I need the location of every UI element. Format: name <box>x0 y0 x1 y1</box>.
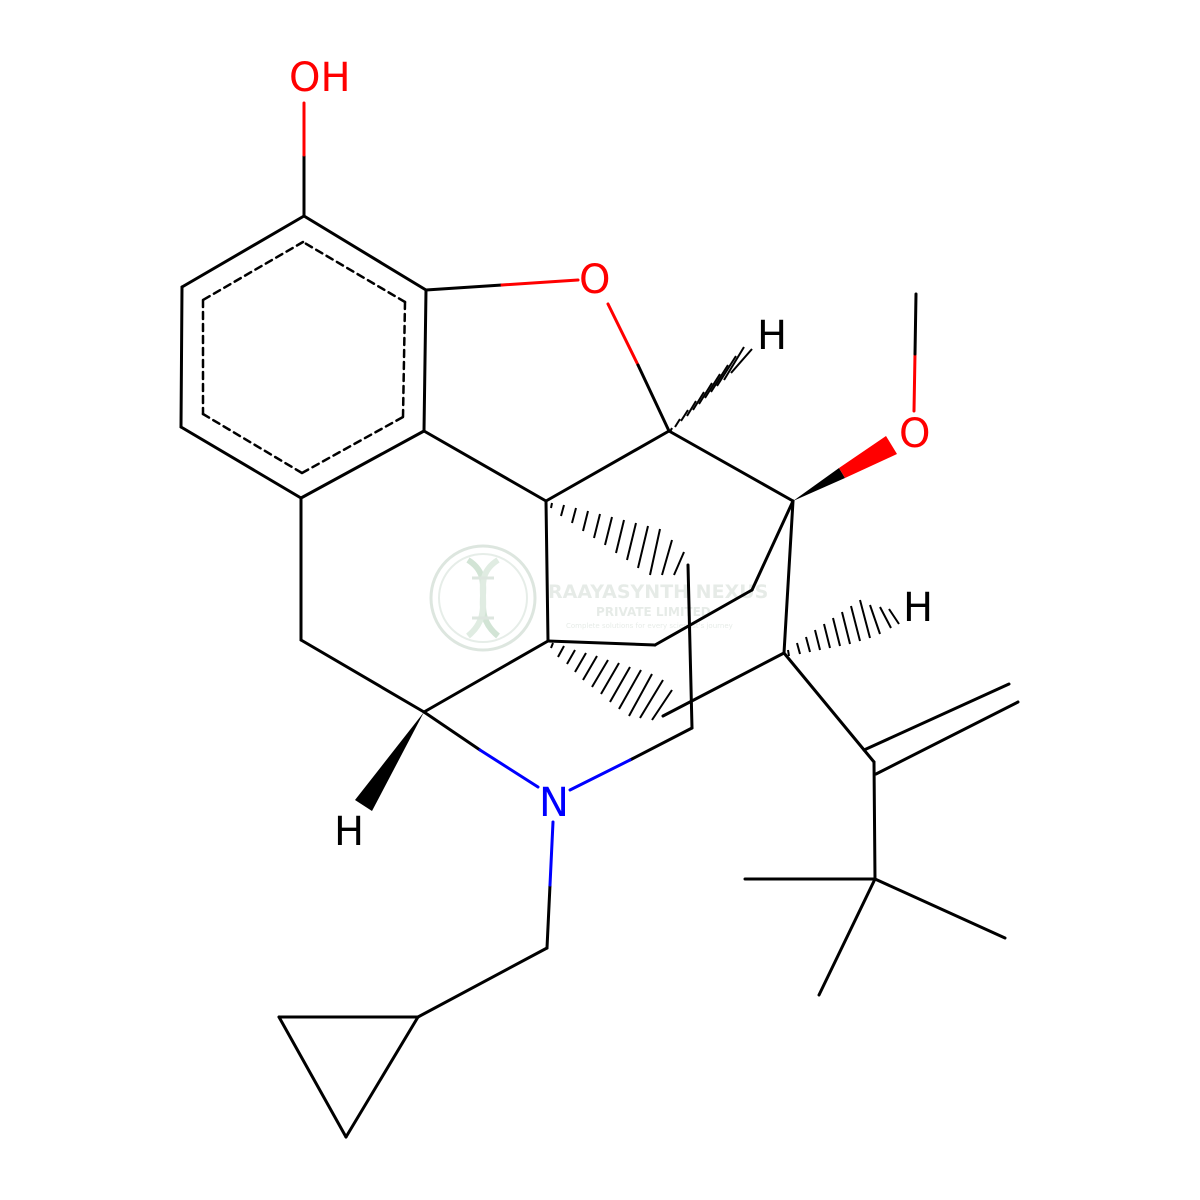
label-h-top: H <box>757 313 787 359</box>
hashed-wedges <box>550 346 900 721</box>
bond-o-c5 <box>636 363 671 433</box>
bond-n-c16-blue <box>568 758 632 792</box>
wedge-bonds <box>355 436 897 811</box>
bond-o-me <box>913 292 918 356</box>
wedge-methoxy <box>793 468 845 501</box>
label-phenol-oh: OH <box>289 55 351 101</box>
bond-ar-o <box>424 283 504 292</box>
bond-c9-n <box>422 710 482 752</box>
label-ether-o: O <box>579 257 610 303</box>
label-methoxy-o: O <box>899 411 930 457</box>
wedge-methoxy-red <box>839 436 897 478</box>
bond-n-ch2-blue <box>548 820 555 887</box>
bond-c9-n-blue <box>478 748 540 789</box>
label-h-right: H <box>903 585 933 631</box>
dna-helix-logo <box>429 544 537 652</box>
aromatic-ring-inner-dashes <box>201 240 407 475</box>
hash-c14-bridge <box>550 642 673 721</box>
watermark: RAAYASYNTH NEXUS PRIVATE LIMITED Complet… <box>429 544 768 652</box>
wedge-h-bottom <box>355 712 424 811</box>
label-amine-n: N <box>539 780 569 826</box>
watermark-subtitle: PRIVATE LIMITED <box>596 605 711 619</box>
core-skeleton <box>277 429 1020 1139</box>
hash-h-top <box>669 346 753 433</box>
watermark-company: RAAYASYNTH NEXUS <box>548 581 768 603</box>
hash-c13-bridge <box>550 502 685 576</box>
bond-o-c5-red <box>606 302 640 367</box>
label-h-bottom: H <box>334 809 364 855</box>
bond-ar-o-red <box>500 278 580 287</box>
aromatic-ring <box>179 214 428 500</box>
bond-o-me-red <box>912 352 917 413</box>
watermark-tagline: Complete solutions for every scientist's… <box>566 622 733 630</box>
hash-h-right <box>787 599 900 657</box>
